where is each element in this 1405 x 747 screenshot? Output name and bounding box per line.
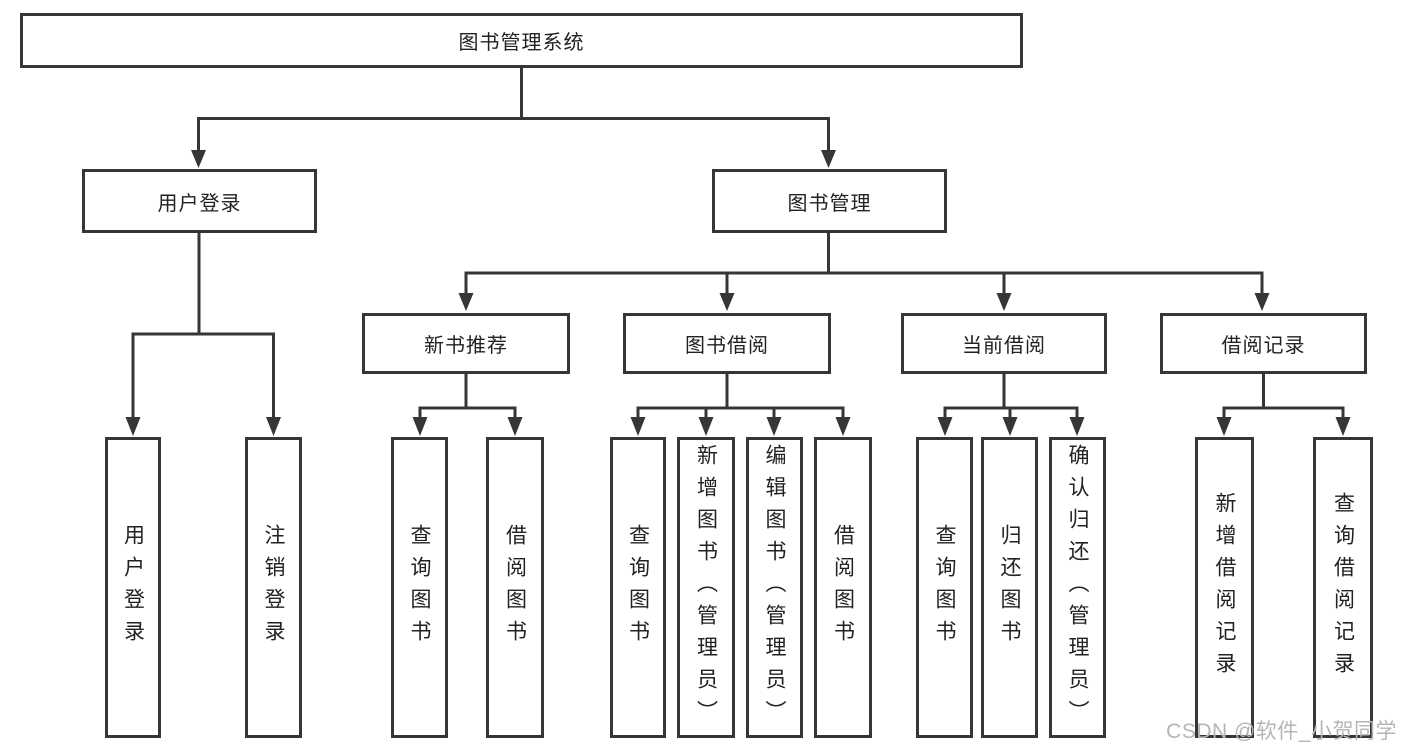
arrowhead — [266, 417, 281, 436]
arrowhead — [835, 417, 851, 436]
arrowhead — [458, 293, 474, 311]
connector-records-to-leaves — [1216, 372, 1351, 436]
arrowhead — [125, 417, 141, 436]
node-new-book-recommend: 新书推荐 — [362, 313, 570, 374]
node-root: 图书管理系统 — [20, 13, 1023, 68]
arrowhead — [191, 150, 206, 168]
arrowhead — [766, 417, 782, 436]
leaf-logout: 注销登录 — [245, 437, 302, 738]
connector-newbooks-to-leaves — [412, 372, 523, 436]
node-book-borrow: 图书借阅 — [623, 313, 831, 374]
arrowhead — [1069, 417, 1085, 436]
leaf-borrow-books: 借阅图书 — [814, 437, 872, 738]
arrowhead — [1216, 417, 1232, 436]
arrowhead — [719, 293, 735, 311]
arrowhead — [1254, 293, 1270, 311]
leaf-return-books: 归还图书 — [981, 437, 1038, 738]
leaf-query-books-current: 查询图书 — [916, 437, 973, 738]
arrowhead — [630, 417, 646, 436]
leaf-confirm-return-admin: 确认归还（管理员） — [1049, 437, 1106, 738]
arrowhead — [1002, 417, 1018, 436]
leaf-edit-books-admin: 编辑图书（管理员） — [746, 437, 803, 738]
leaf-user-login: 用户登录 — [105, 437, 161, 738]
connector-current-to-leaves — [937, 372, 1085, 436]
leaf-query-borrow-record: 查询借阅记录 — [1313, 437, 1373, 738]
leaf-borrow-books-recommend: 借阅图书 — [486, 437, 544, 738]
node-user-login: 用户登录 — [82, 169, 317, 233]
connector-root-to-level2 — [191, 66, 836, 168]
arrowhead — [412, 417, 428, 436]
leaf-add-borrow-record: 新增借阅记录 — [1195, 437, 1254, 738]
connector-borrow-to-leaves — [630, 372, 851, 436]
arrowhead — [507, 417, 523, 436]
arrowhead — [996, 293, 1012, 311]
node-book-management: 图书管理 — [712, 169, 947, 233]
leaf-query-books-borrow: 查询图书 — [610, 437, 666, 738]
arrowhead — [821, 150, 836, 168]
connector-bookmgmt-to-level3 — [458, 231, 1270, 311]
arrowhead — [698, 417, 714, 436]
connector-userlogin-to-leaves — [125, 231, 281, 436]
watermark: CSDN @软件_小贺同学 — [1166, 720, 1397, 743]
node-current-borrow: 当前借阅 — [901, 313, 1107, 374]
node-borrow-records: 借阅记录 — [1160, 313, 1367, 374]
arrowhead — [1335, 417, 1351, 436]
leaf-add-books-admin: 新增图书（管理员） — [677, 437, 735, 738]
arrowhead — [937, 417, 953, 436]
leaf-query-books-recommend: 查询图书 — [391, 437, 448, 738]
